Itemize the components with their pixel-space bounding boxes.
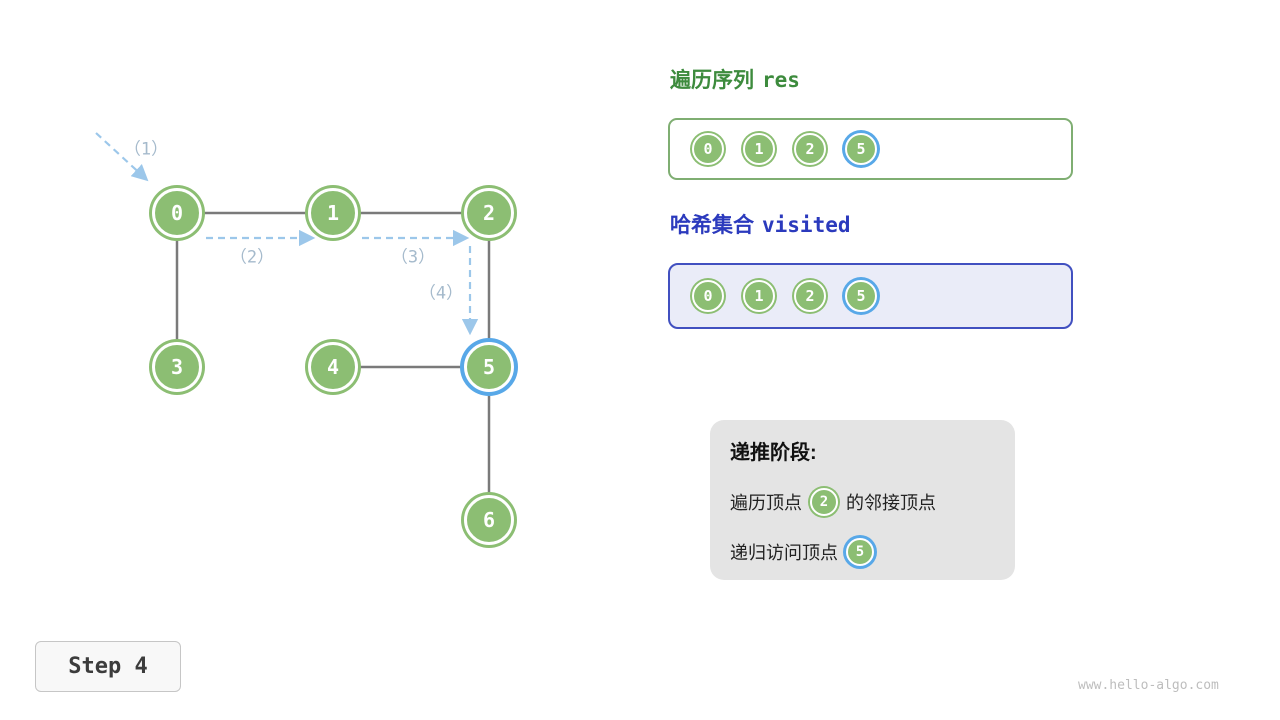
visited-item-2: 2 [794, 280, 826, 312]
phase-line-1: 遍历顶点 2 的邻接顶点 [730, 487, 995, 516]
inline-node-5: 5 [846, 538, 874, 566]
arrow-label-4: （4） [418, 283, 464, 304]
graph-node-1: 1 [308, 188, 358, 238]
phase-title: 递推阶段: [730, 442, 817, 464]
arrow-label-3: （3） [390, 247, 436, 268]
graph-node-2: 2 [464, 188, 514, 238]
watermark: www.hello-algo.com [1078, 678, 1219, 693]
graph-node-0: 0 [152, 188, 202, 238]
visited-title-code: visited [762, 213, 851, 237]
phase-line1-prefix: 遍历顶点 [730, 492, 802, 513]
visited-item-0: 0 [692, 280, 724, 312]
res-item-2: 2 [794, 133, 826, 165]
visited-set-box: 0 1 2 5 [668, 263, 1073, 329]
res-item-0: 0 [692, 133, 724, 165]
graph-node-5: 5 [464, 342, 514, 392]
step-badge: Step 4 [35, 641, 181, 692]
visited-title-text: 哈希集合 [670, 214, 754, 237]
phase-line-2: 递归访问顶点 5 [730, 538, 995, 566]
inline-node-2: 2 [810, 487, 838, 516]
res-title-text: 遍历序列 [670, 69, 754, 92]
visited-item-1: 1 [743, 280, 775, 312]
graph-node-6: 6 [464, 495, 514, 545]
phase-info-box: 递推阶段: 遍历顶点 2 的邻接顶点 递归访问顶点 5 [710, 420, 1015, 580]
visited-item-3: 5 [845, 280, 877, 312]
arrow-label-2: （2） [229, 247, 275, 268]
res-sequence-box: 0 1 2 5 [668, 118, 1073, 180]
graph-node-3: 3 [152, 342, 202, 392]
visited-panel-title: 哈希集合 visited [670, 209, 851, 239]
res-title-code: res [762, 68, 800, 92]
res-item-1: 1 [743, 133, 775, 165]
graph-node-4: 4 [308, 342, 358, 392]
res-item-3: 5 [845, 133, 877, 165]
phase-line1-suffix: 的邻接顶点 [846, 492, 936, 513]
arrow-label-1: （1） [123, 139, 169, 160]
phase-line2-prefix: 递归访问顶点 [730, 543, 838, 563]
res-panel-title: 遍历序列 res [670, 64, 800, 94]
